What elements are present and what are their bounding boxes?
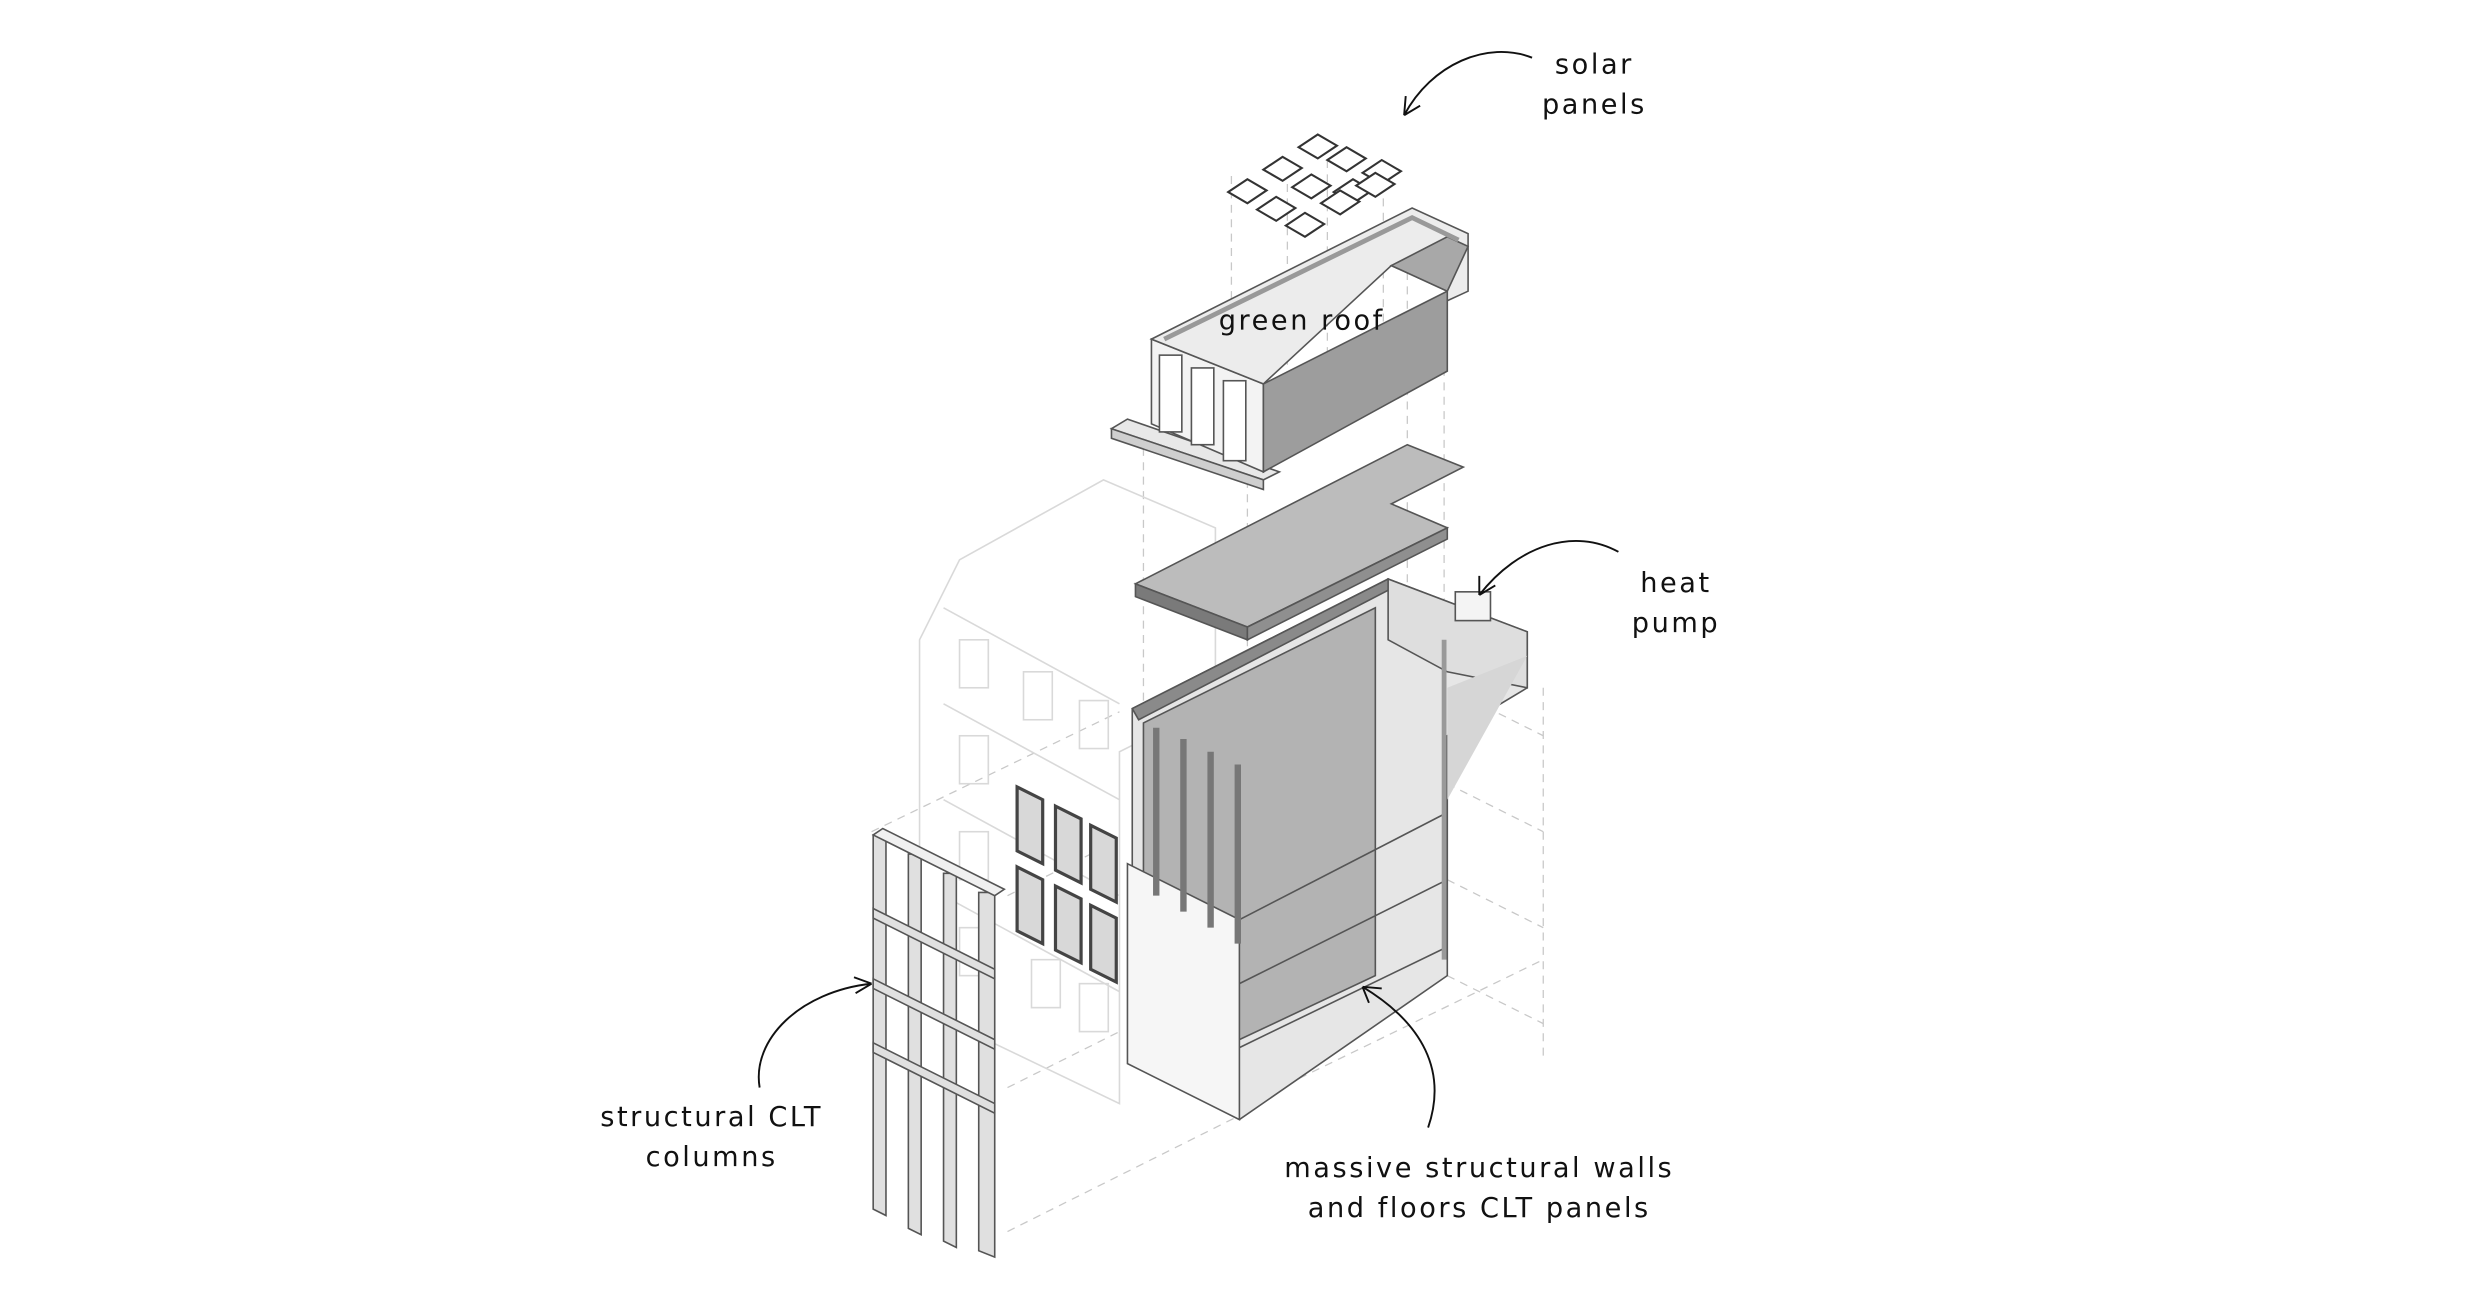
walls-arrow (1361, 985, 1436, 1128)
label-heat-line1: heat (1640, 568, 1711, 599)
columns-arrow (757, 976, 873, 1088)
label-green-roof: green roof (1219, 306, 1385, 337)
label-clt-columns: structural CLT columns (600, 1102, 823, 1173)
label-solar-panels: solar panels (1542, 50, 1647, 121)
label-heat-pump: heat pump (1632, 568, 1720, 639)
clt-columns-frame (871, 827, 1006, 1259)
floor-slab (1133, 443, 1466, 642)
label-walls-line2: and floors CLT panels (1308, 1193, 1651, 1224)
label-columns-line2: columns (646, 1142, 778, 1173)
label-heat-line2: pump (1632, 608, 1720, 639)
green-roof-volume (1109, 207, 1470, 491)
main-clt-structure (1126, 577, 1529, 1121)
label-solar-line1: solar (1555, 50, 1634, 81)
label-columns-line1: structural CLT (600, 1102, 823, 1133)
heat-pump-arrow (1478, 540, 1619, 596)
label-clt-walls-floors: massive structural walls and floors CLT … (1284, 1153, 1674, 1224)
label-walls-line1: massive structural walls (1284, 1153, 1674, 1184)
label-solar-line2: panels (1542, 90, 1647, 121)
solar-arrow (1403, 51, 1533, 117)
solar-panels (1226, 133, 1403, 239)
window-panels (1015, 784, 1118, 985)
